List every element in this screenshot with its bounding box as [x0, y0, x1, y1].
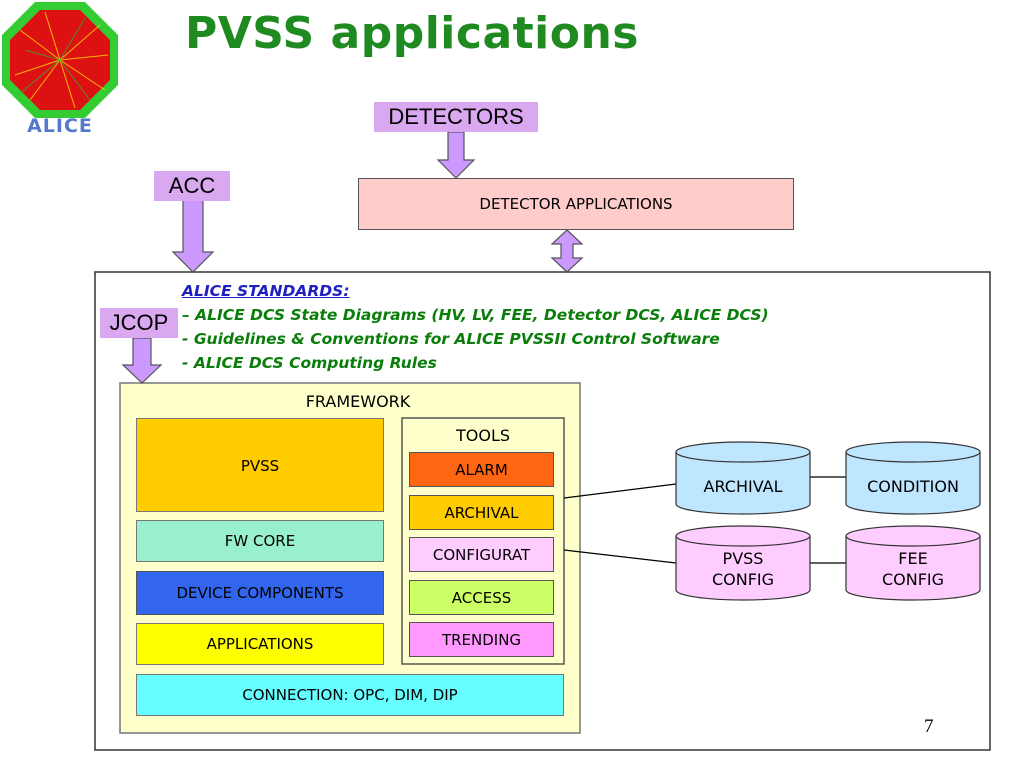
- db-label: FEE: [898, 549, 928, 568]
- tools-title: TOOLS: [455, 425, 511, 445]
- tool-trending: TRENDING: [409, 622, 554, 657]
- alice-standards: ALICE STANDARDS: – ALICE DCS State Diagr…: [182, 279, 972, 379]
- standards-item: – ALICE DCS State Diagrams (HV, LV, FEE,…: [182, 306, 769, 324]
- page-title: PVSS applications: [185, 8, 639, 59]
- alice-logo-text: ALICE: [27, 115, 93, 137]
- line-archival-tool-db: [563, 483, 677, 499]
- framework-title: FRAMEWORK: [305, 391, 411, 411]
- tool-archival: ARCHIVAL: [409, 495, 554, 530]
- main-frame: [94, 271, 991, 751]
- db-pvss-config: PVSS CONFIG: [676, 546, 810, 592]
- standards-item: - ALICE DCS Computing Rules: [182, 354, 437, 372]
- alice-logo-graphic: [2, 2, 118, 118]
- db-label: PVSS: [722, 549, 764, 568]
- db-condition: CONDITION: [846, 464, 980, 508]
- framework-block-device-components: DEVICE COMPONENTS: [136, 571, 384, 615]
- tool-configuration: CONFIGURAT: [409, 537, 554, 572]
- db-label: CONFIG: [881, 570, 945, 589]
- tool-access: ACCESS: [409, 580, 554, 615]
- db-label: CONDITION: [867, 476, 959, 496]
- framework-connection: CONNECTION: OPC, DIM, DIP: [136, 674, 564, 716]
- label-jcop: JCOP: [100, 308, 178, 338]
- db-fee-config: FEE CONFIG: [846, 546, 980, 592]
- standards-item: - Guidelines & Conventions for ALICE PVS…: [182, 330, 720, 348]
- framework-block-fw-core: FW CORE: [136, 520, 384, 562]
- cylinder-condition: [845, 441, 981, 515]
- arrow-jcop-down: [121, 337, 163, 384]
- arrow-bidirectional: [550, 229, 584, 273]
- label-acc: ACC: [154, 171, 230, 201]
- framework-block-applications: APPLICATIONS: [136, 623, 384, 665]
- framework-block-pvss: PVSS: [136, 418, 384, 512]
- cylinder-fee-config: [845, 525, 981, 601]
- arrow-acc-down: [171, 199, 215, 273]
- tool-alarm: ALARM: [409, 452, 554, 487]
- line-config-tool-db: [563, 549, 677, 564]
- cylinder-archival: [675, 441, 811, 515]
- page-number: 7: [924, 716, 934, 737]
- cylinder-pvss-config: [675, 525, 811, 601]
- db-label: ARCHIVAL: [703, 476, 783, 496]
- label-detectors: DETECTORS: [374, 102, 538, 132]
- standards-heading: ALICE STANDARDS:: [182, 282, 350, 300]
- db-archival: ARCHIVAL: [676, 464, 810, 508]
- detector-applications-box: DETECTOR APPLICATIONS: [358, 178, 794, 230]
- db-label: CONFIG: [711, 570, 775, 589]
- arrow-detectors-down: [436, 131, 476, 179]
